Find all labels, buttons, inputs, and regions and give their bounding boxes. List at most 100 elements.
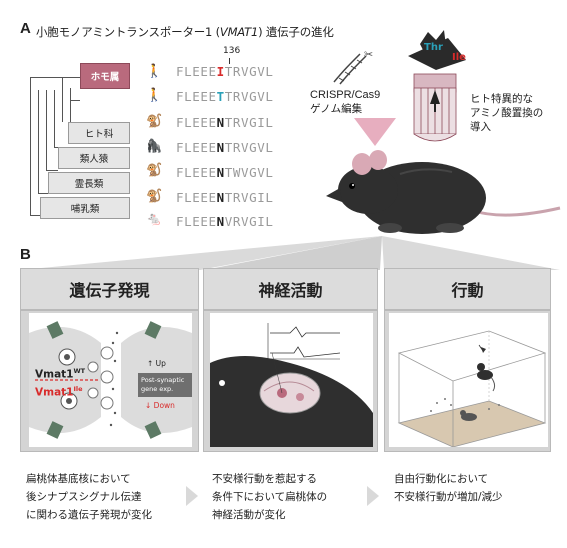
gibbon-icon: 🐒 xyxy=(146,163,163,178)
thr-label: Thr xyxy=(424,42,443,53)
sequence-suffix: TRVGVL xyxy=(224,89,274,104)
post-synaptic-line-2: gene exp. xyxy=(141,385,174,393)
sequence-residue-136: N xyxy=(216,165,225,180)
panel-a-letter: A xyxy=(20,20,31,37)
caption-neural-line-3: 神経活動が変化 xyxy=(212,509,286,521)
sequence-prefix: FLEEE xyxy=(176,165,217,180)
column-gene-expression-heading: 遺伝子発現 xyxy=(20,268,199,310)
scissors-icon: ✂ xyxy=(364,48,374,61)
up-text: Up xyxy=(155,359,166,368)
residue-position-tick xyxy=(229,58,230,64)
sequence-prefix: FLEEE xyxy=(176,140,217,155)
caption-behavior: 自由行動化において 不安様行動が増加/減少 xyxy=(394,470,503,506)
residue-position-label: 136 xyxy=(223,46,241,56)
caption-gene-expression: 扁桃体基底核において 後シナプスシグナル伝達 に関わる遺伝子発現が変化 xyxy=(26,470,152,524)
chevron-arrow-1 xyxy=(186,486,198,506)
sequence-row: FLEEENTWVGVL xyxy=(176,165,274,180)
fan-connector xyxy=(20,236,560,270)
open-field-diagram xyxy=(389,313,548,447)
panel-a-title: 小胞モノアミントランスポーター1 (VMAT1) 遺伝子の進化 xyxy=(36,24,334,40)
caption-behavior-line-2: 不安様行動が増加/減少 xyxy=(394,491,503,503)
vmat1-wt-text: Vmat1 xyxy=(35,368,74,381)
vmat1-wt-sup: WT xyxy=(73,367,86,375)
column-gene-expression-panel: Vmat1WT Vmat1Ile ↑ Up Post-synaptic gene… xyxy=(20,310,199,452)
sequence-suffix: TRVGVL xyxy=(224,140,274,155)
editing-arrow xyxy=(354,118,396,146)
sequence-prefix: FLEEE xyxy=(176,89,217,104)
post-synaptic-line-1: Post-synaptic xyxy=(141,376,185,384)
column-behavior-heading: 行動 xyxy=(384,268,551,310)
substitution-label: ヒト特異的な アミノ酸置換の 導入 xyxy=(470,92,543,134)
sequence-suffix: VRVGIL xyxy=(224,214,274,229)
column-neural-activity-heading: 神経活動 xyxy=(203,268,378,310)
chevron-arrow-2 xyxy=(367,486,379,506)
vmat1-ile-label: Vmat1Ile xyxy=(35,385,83,399)
caption-neural-line-2: 条件下において扁桃体の xyxy=(212,491,328,503)
caption-behavior-line-1: 自由行動化において xyxy=(394,473,489,485)
sequence-residue-136: N xyxy=(216,214,225,229)
sequence-residue-136: N xyxy=(216,190,225,205)
sequence-suffix: TRVGVL xyxy=(224,64,274,79)
post-synaptic-label: Post-synaptic gene exp. xyxy=(138,373,192,397)
sequence-residue-136: N xyxy=(216,140,225,155)
vmat1-ile-text: Vmat1 xyxy=(35,386,74,399)
sequence-prefix: FLEEE xyxy=(176,64,217,79)
panel-b-letter: B xyxy=(20,246,31,263)
crispr-line-2: ゲノム編集 xyxy=(310,103,363,115)
crispr-line-1: CRISPR/Cas9 xyxy=(310,89,381,101)
taxon-homo: ホモ属 xyxy=(80,63,130,89)
caption-gene-line-3: に関わる遺伝子発現が変化 xyxy=(26,509,152,521)
substitution-line-2: アミノ酸置換の xyxy=(470,107,544,119)
caption-neural-activity: 不安様行動を惹起する 条件下において扁桃体の 神経活動が変化 xyxy=(212,470,327,524)
ile-label: Ile xyxy=(452,52,466,63)
caption-gene-line-2: 後シナプスシグナル伝達 xyxy=(26,491,142,503)
taxon-hominidae: ヒト科 xyxy=(68,122,130,144)
title-prefix: 小胞モノアミントランスポーター1 ( xyxy=(36,25,220,39)
title-gene: VMAT1 xyxy=(219,25,259,39)
sequence-row: FLEEENTRVGVL xyxy=(176,140,274,155)
caption-gene-line-1: 扁桃体基底核において xyxy=(26,473,131,485)
sequence-row: FLEEETTRVGVL xyxy=(176,89,274,104)
sequence-prefix: FLEEE xyxy=(176,115,217,130)
column-behavior-panel xyxy=(384,310,551,452)
archaic-human-icon: 🚶 xyxy=(146,88,163,103)
down-text: Down xyxy=(153,401,175,410)
mouse-illustration xyxy=(326,150,561,234)
title-suffix: ) 遺伝子の進化 xyxy=(258,25,334,39)
open-field-svg xyxy=(397,330,547,447)
sequence-suffix: TRVGIL xyxy=(224,190,274,205)
taxon-apes: 類人猿 xyxy=(58,147,130,169)
chimpanzee-icon: 🐒 xyxy=(146,114,163,129)
human-icon: 🚶 xyxy=(146,64,163,79)
sequence-prefix: FLEEE xyxy=(176,214,217,229)
sequence-row: FLEEEITRVGVL xyxy=(176,64,274,79)
sequence-suffix: TWVGVL xyxy=(224,165,274,180)
column-neural-activity-panel xyxy=(203,310,378,452)
taxon-mammals: 哺乳類 xyxy=(40,197,130,219)
sequence-residue-136: T xyxy=(216,89,225,104)
sequence-prefix: FLEEE xyxy=(176,190,217,205)
down-label: ↓ Down xyxy=(145,401,175,410)
mouse-icon: 🐁 xyxy=(146,212,163,227)
brain-diagram xyxy=(210,313,373,447)
sequence-residue-136: N xyxy=(216,115,225,130)
substitution-line-1: ヒト特異的な xyxy=(470,93,533,105)
crispr-label: CRISPR/Cas9 ゲノム編集 xyxy=(310,88,380,116)
sequence-suffix: TRVGIL xyxy=(224,115,274,130)
vmat1-protein-icon xyxy=(408,30,466,142)
vmat1-ile-sup: Ile xyxy=(73,385,83,393)
substitution-line-3: 導入 xyxy=(470,121,491,133)
gorilla-icon: 🦍 xyxy=(146,139,163,154)
up-label: ↑ Up xyxy=(147,359,166,368)
vmat1-wt-label: Vmat1WT xyxy=(35,367,85,381)
caption-neural-line-1: 不安様行動を惹起する xyxy=(212,473,317,485)
sequence-row: FLEEENTRVGIL xyxy=(176,190,274,205)
dna-icon xyxy=(333,53,367,85)
taxon-primates: 霊長類 xyxy=(48,172,130,194)
monkey-icon: 🐒 xyxy=(146,189,163,204)
synapse-diagram xyxy=(29,313,192,447)
brain-svg xyxy=(210,323,373,447)
sequence-row: FLEEENVRVGIL xyxy=(176,214,274,229)
sequence-residue-136: I xyxy=(216,64,225,79)
sequence-row: FLEEENTRVGIL xyxy=(176,115,274,130)
